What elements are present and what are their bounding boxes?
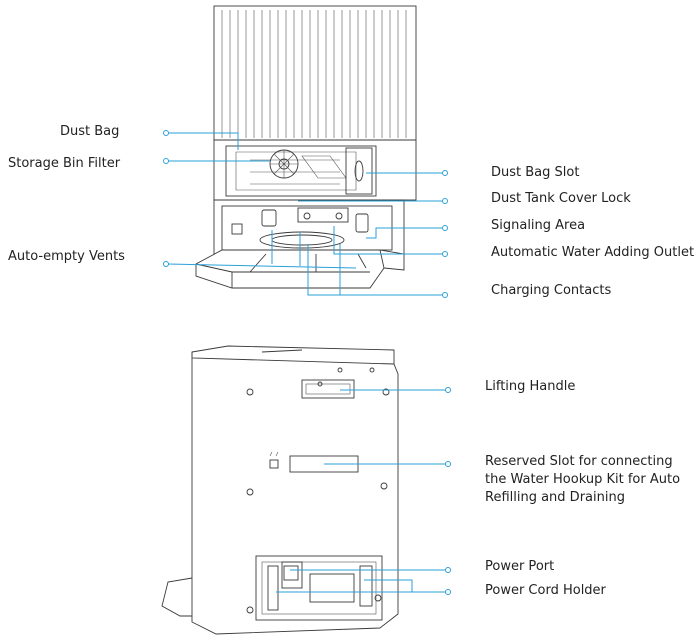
label-dust-tank-cover-lock: Dust Tank Cover Lock <box>491 191 631 206</box>
label-power-port: Power Port <box>485 559 555 574</box>
label-dust-bag: Dust Bag <box>60 124 120 139</box>
label-power-cord-holder: Power Cord Holder <box>485 583 606 598</box>
label-auto-empty-vents: Auto-empty Vents <box>8 249 125 264</box>
label-automatic-water-adding-outlet: Automatic Water Adding Outlet <box>491 245 695 260</box>
label-lifting-handle: Lifting Handle <box>485 379 576 394</box>
label-storage-bin-filter: Storage Bin Filter <box>8 156 121 171</box>
label-signaling-area: Signaling Area <box>491 218 586 233</box>
leader-lines <box>163 130 451 595</box>
front-view-device <box>195 5 417 289</box>
label-charging-contacts: Charging Contacts <box>491 283 612 298</box>
label-dust-bag-slot: Dust Bag Slot <box>491 165 580 180</box>
label-reserved-slot: Reserved Slot for connecting the Water H… <box>485 454 681 505</box>
rear-view-device <box>161 345 399 635</box>
